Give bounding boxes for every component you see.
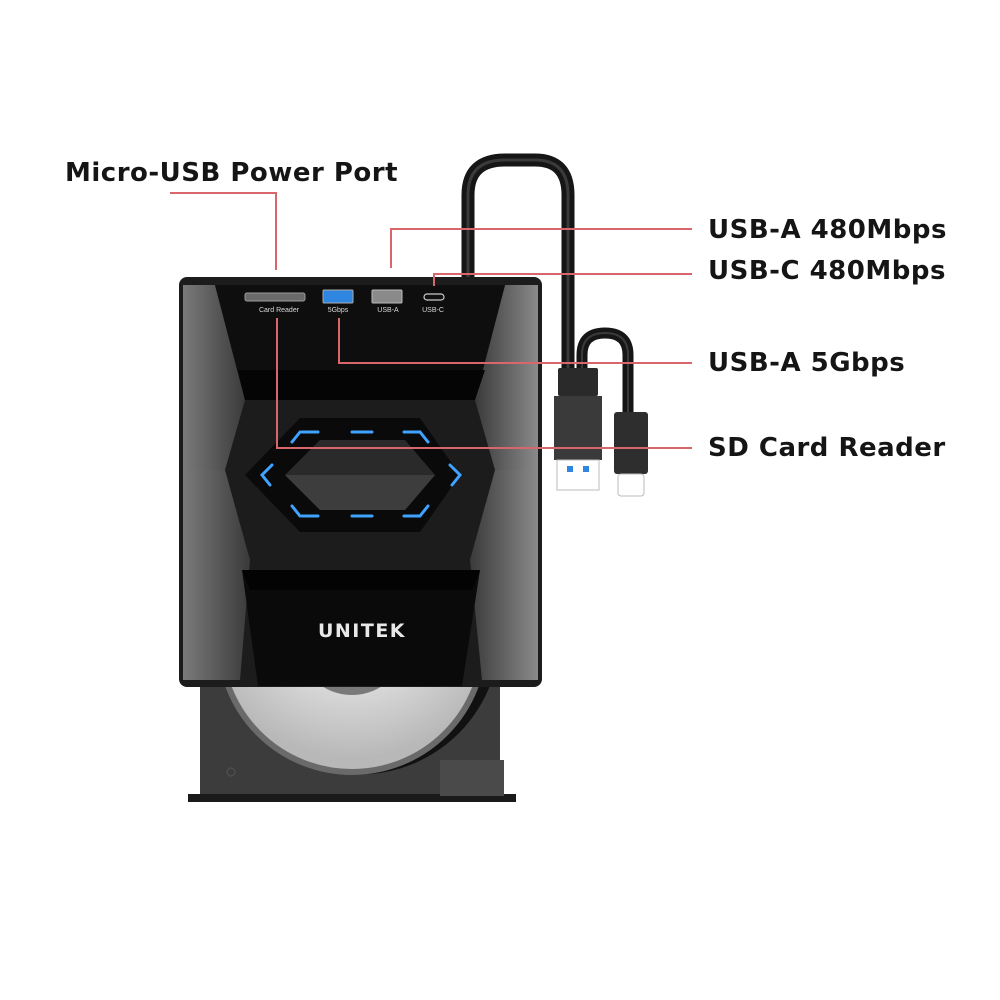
callout-lines: [170, 192, 692, 449]
usb-cable: [461, 153, 648, 497]
callout-line-usb-a-5g: [338, 318, 692, 364]
card-reader-slot[interactable]: [244, 292, 306, 302]
callout-label-sd-card: SD Card Reader: [708, 433, 946, 463]
usb-c-port[interactable]: [423, 293, 445, 301]
port-label-5gbps: 5Gbps: [327, 307, 349, 314]
callout-line-usb-a-480: [390, 228, 692, 268]
device-body: [179, 277, 542, 687]
callout-label-usb-a-5g: USB-A 5Gbps: [708, 348, 906, 378]
callout-line-usb-c-480: [433, 273, 692, 286]
brand-logo: UNITEK: [317, 620, 407, 642]
callout-label-usb-c-480: USB-C 480Mbps: [708, 256, 946, 286]
port-label-usb-a: USB-A: [377, 307, 399, 314]
usb-a-480-port[interactable]: [371, 289, 403, 304]
usb-a-5g-port[interactable]: [322, 289, 354, 304]
led-hexagon: [245, 418, 463, 532]
callout-label-micro-usb: Micro-USB Power Port: [65, 158, 398, 188]
callout-line-micro-usb: [170, 192, 277, 270]
callout-label-usb-a-480: USB-A 480Mbps: [708, 215, 947, 245]
port-label-card-reader: Card Reader: [258, 307, 300, 314]
port-label-usb-c: USB-C: [422, 307, 444, 314]
callout-line-sd-card: [276, 318, 692, 449]
